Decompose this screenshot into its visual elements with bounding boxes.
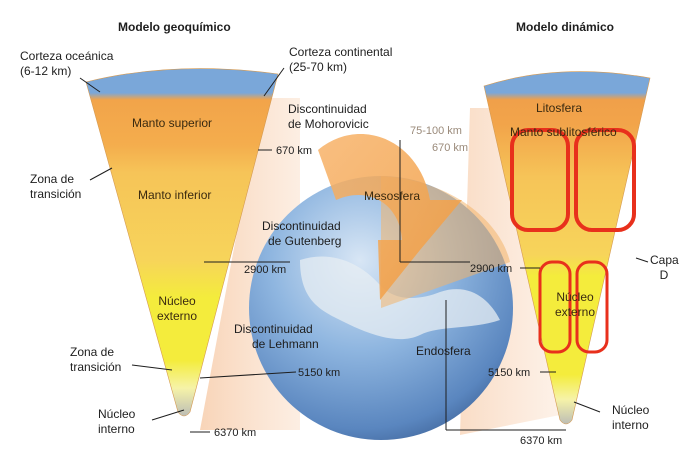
label-lehmann-b: de Lehmann bbox=[252, 337, 319, 351]
label-depth-670-right: 670 km bbox=[432, 142, 469, 154]
title-dynamic-model: Modelo dinámico bbox=[516, 20, 615, 34]
label-moho-a: Discontinuidad bbox=[288, 102, 367, 116]
leader-interno-left bbox=[151, 409, 185, 421]
label-nucleo-interno-right-a: Núcleo bbox=[612, 403, 650, 417]
cone-geochemical bbox=[85, 68, 279, 417]
label-nucleo-externo-right-a: Núcleo bbox=[556, 290, 594, 304]
label-zona-transicion-1a: Zona de bbox=[30, 172, 75, 186]
label-manto-inferior: Manto inferior bbox=[138, 188, 212, 202]
title-geochemical-model: Modelo geoquímico bbox=[118, 20, 231, 34]
label-corteza-continental: Corteza continental bbox=[289, 45, 393, 59]
label-endosfera: Endosfera bbox=[416, 344, 471, 358]
label-mesosfera: Mesosfera bbox=[364, 189, 421, 203]
cone-dynamic bbox=[483, 71, 651, 425]
globe bbox=[249, 176, 513, 440]
label-manto-sublitosferico: Manto sublitosférico bbox=[510, 125, 617, 139]
label-depth-6370-center: 6370 km bbox=[520, 435, 563, 447]
label-manto-superior: Manto superior bbox=[132, 116, 213, 130]
convection-cells-mantle bbox=[510, 128, 636, 232]
label-depth-2900-left: 2900 km bbox=[244, 264, 287, 276]
label-nucleo-interno-left-b: interno bbox=[98, 422, 135, 436]
label-corteza-oceanica: Corteza oceánica bbox=[20, 49, 114, 63]
label-gutenberg-a: Discontinuidad bbox=[262, 219, 341, 233]
label-nucleo-interno-left-a: Núcleo bbox=[98, 407, 136, 421]
label-depth-6370-left: 6370 km bbox=[214, 427, 257, 439]
label-moho-b: de Mohorovicic bbox=[288, 117, 369, 131]
leader-interno-right bbox=[573, 401, 601, 413]
label-depth-2900-right: 2900 km bbox=[470, 263, 513, 275]
label-capa-a: Capa bbox=[650, 253, 679, 267]
label-corteza-continental-range: (25-70 km) bbox=[289, 60, 348, 74]
label-depth-75-100: 75-100 km bbox=[410, 125, 462, 137]
label-nucleo-externo-right-b: externo bbox=[554, 305, 596, 319]
leader-lehmann bbox=[199, 371, 297, 379]
label-nucleo-interno-right-b: interno bbox=[612, 418, 649, 432]
leader-continental bbox=[263, 67, 285, 97]
label-nucleo-externo-b: externo bbox=[156, 309, 198, 323]
convection-cells-core bbox=[538, 260, 609, 354]
curved-arrow bbox=[318, 134, 462, 300]
label-lehmann-a: Discontinuidad bbox=[234, 322, 313, 336]
label-corteza-oceanica-range: (6-12 km) bbox=[20, 64, 72, 78]
label-zona-transicion-2b: transición bbox=[70, 360, 122, 374]
label-capa-b: D bbox=[659, 268, 669, 282]
label-gutenberg-b: de Gutenberg bbox=[268, 234, 342, 248]
label-litosfera: Litosfera bbox=[536, 101, 583, 115]
label-zona-transicion-1b: transición bbox=[30, 187, 82, 201]
label-nucleo-externo-a: Núcleo bbox=[158, 294, 196, 308]
label-zona-transicion-2a: Zona de bbox=[70, 345, 115, 359]
leader-oceanica bbox=[79, 77, 101, 93]
label-depth-5150-center: 5150 km bbox=[298, 367, 341, 379]
label-depth-5150-right: 5150 km bbox=[488, 367, 531, 379]
leader-transicion1 bbox=[89, 167, 113, 181]
label-depth-670-left: 670 km bbox=[276, 145, 313, 157]
leader-capa bbox=[635, 257, 649, 263]
leader-transicion2 bbox=[131, 364, 173, 371]
